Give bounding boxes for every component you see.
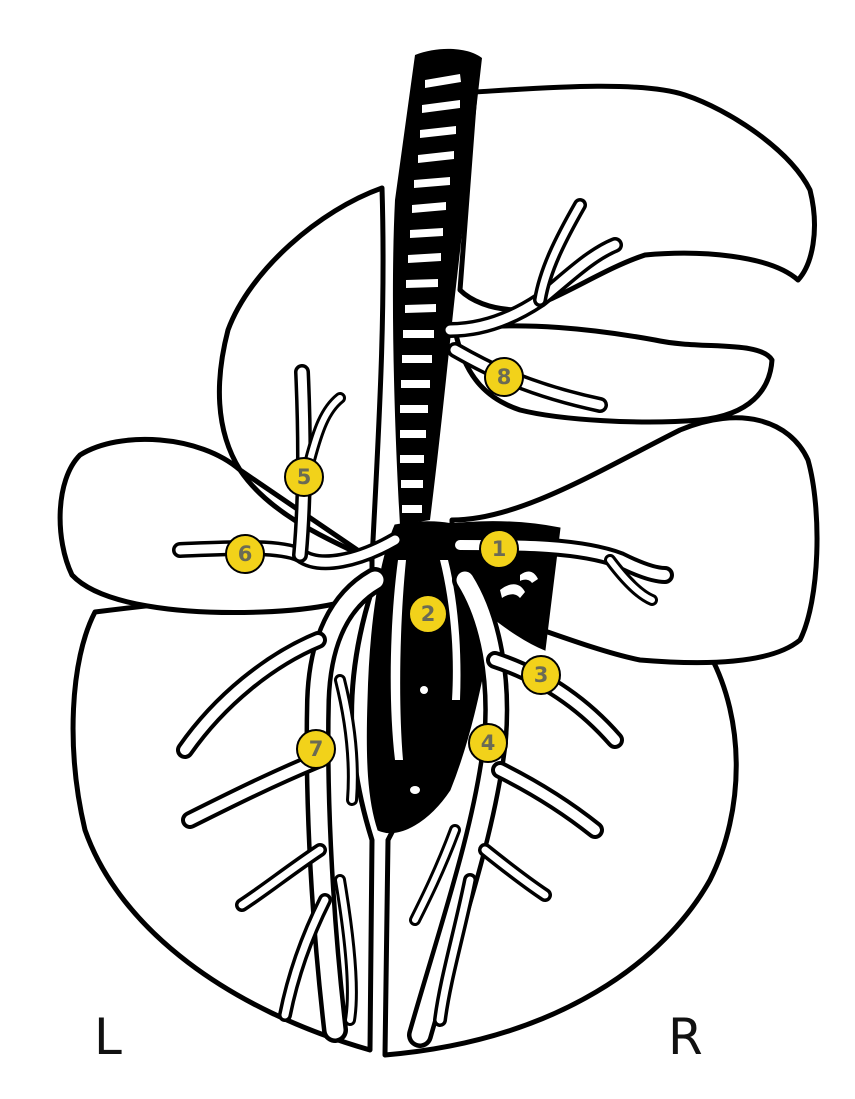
marker-2-label: 2 [421,602,436,626]
marker-4: 4 [469,724,507,762]
right-side-label: R [668,1012,703,1062]
marker-6: 6 [226,535,264,573]
marker-3: 3 [522,656,560,694]
marker-1-label: 1 [492,537,507,561]
marker-3-label: 3 [534,663,549,687]
marker-8: 8 [485,358,523,396]
marker-5: 5 [285,458,323,496]
marker-2: 2 [409,595,447,633]
marker-4-label: 4 [481,731,496,755]
marker-7: 7 [297,730,335,768]
marker-1: 1 [480,530,518,568]
marker-5-label: 5 [297,465,312,489]
left-side-label: L [94,1012,122,1062]
right-upper-lobe [460,86,814,310]
marker-6-label: 6 [238,542,253,566]
marker-7-label: 7 [309,737,324,761]
marker-8-label: 8 [497,365,512,389]
